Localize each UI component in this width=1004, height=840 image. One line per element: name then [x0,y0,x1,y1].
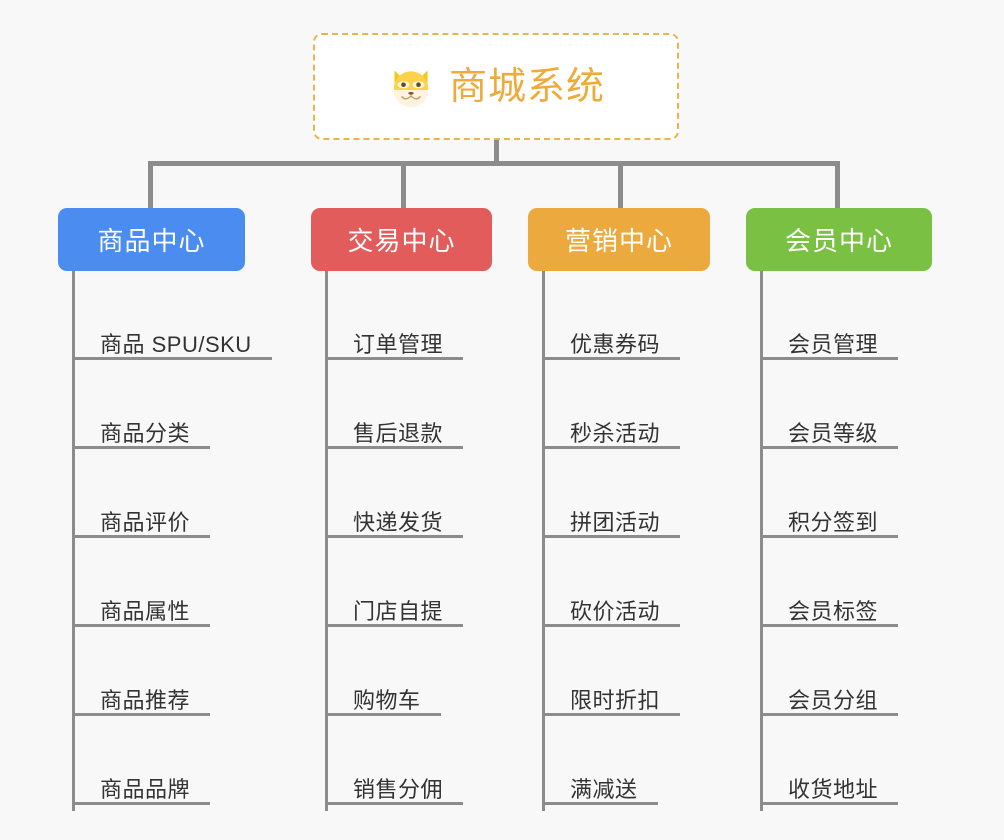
leaf-label: 订单管理 [353,331,444,357]
leaf-item[interactable]: 会员分组 [760,627,898,716]
category-header-2[interactable]: 交易中心 [311,208,492,271]
leaf-item[interactable]: 商品属性 [72,538,210,627]
drop-line-1 [148,161,153,209]
leaf-label: 商品分类 [100,420,191,446]
root-node[interactable]: 商城系统 [313,33,679,140]
leaf-item[interactable]: 会员管理 [760,271,898,360]
drop-line-3 [618,161,623,209]
leaf-item[interactable]: 商品品牌 [72,716,210,805]
leaf-label: 会员分组 [788,687,879,713]
leaf-label: 商品 SPU/SKU [100,331,252,357]
leaf-label: 会员等级 [788,420,879,446]
leaf-item[interactable]: 拼团活动 [542,449,680,538]
root-title: 商城系统 [448,65,605,108]
category-label: 交易中心 [347,226,456,256]
leaf-label: 积分签到 [788,509,879,535]
category-header-1[interactable]: 商品中心 [58,208,245,271]
category-bus-line [148,161,840,166]
leaf-item[interactable]: 满减送 [542,716,658,805]
shiba-dog-face-icon [387,63,435,111]
leaf-item[interactable]: 商品评价 [72,449,210,538]
leaf-label: 会员标签 [788,598,879,624]
leaf-item[interactable]: 限时折扣 [542,627,680,716]
leaf-item[interactable]: 收货地址 [760,716,898,805]
root-stem-line [494,140,499,165]
leaf-label: 购物车 [353,687,421,713]
leaf-item[interactable]: 秒杀活动 [542,360,680,449]
leaf-item[interactable]: 商品 SPU/SKU [72,271,272,360]
column-trunk-line [542,271,545,811]
leaf-label: 满减送 [570,776,638,802]
leaf-label: 会员管理 [788,331,879,357]
leaf-item[interactable]: 快递发货 [325,449,463,538]
leaf-item[interactable]: 会员标签 [760,538,898,627]
leaf-item[interactable]: 购物车 [325,627,441,716]
leaf-label: 限时折扣 [570,687,661,713]
category-label: 商品中心 [97,226,206,256]
leaf-item[interactable]: 订单管理 [325,271,463,360]
column-trunk-line [760,271,763,811]
leaf-item[interactable]: 积分签到 [760,449,898,538]
leaf-label: 门店自提 [353,598,444,624]
leaf-item[interactable]: 销售分佣 [325,716,463,805]
leaf-label: 商品推荐 [100,687,191,713]
category-label: 会员中心 [784,226,893,256]
category-header-3[interactable]: 营销中心 [528,208,710,271]
leaf-item[interactable]: 会员等级 [760,360,898,449]
leaf-item[interactable]: 商品推荐 [72,627,210,716]
leaf-label: 优惠券码 [570,331,661,357]
leaf-label: 商品属性 [100,598,191,624]
leaf-label: 秒杀活动 [570,420,661,446]
leaf-label: 商品品牌 [100,776,191,802]
leaf-label: 商品评价 [100,509,191,535]
drop-line-2 [401,161,406,209]
leaf-item[interactable]: 商品分类 [72,360,210,449]
column-trunk-line [72,271,75,811]
leaf-item[interactable]: 门店自提 [325,538,463,627]
leaf-item[interactable]: 优惠券码 [542,271,680,360]
leaf-label: 快递发货 [353,509,444,535]
leaf-item[interactable]: 售后退款 [325,360,463,449]
category-label: 营销中心 [564,226,673,256]
leaf-label: 砍价活动 [570,598,661,624]
leaf-label: 销售分佣 [353,776,444,802]
leaf-item[interactable]: 砍价活动 [542,538,680,627]
column-trunk-line [325,271,328,811]
leaf-label: 售后退款 [353,420,444,446]
drop-line-4 [835,161,840,209]
leaf-label: 收货地址 [788,776,879,802]
leaf-label: 拼团活动 [570,509,661,535]
category-header-4[interactable]: 会员中心 [746,208,932,271]
